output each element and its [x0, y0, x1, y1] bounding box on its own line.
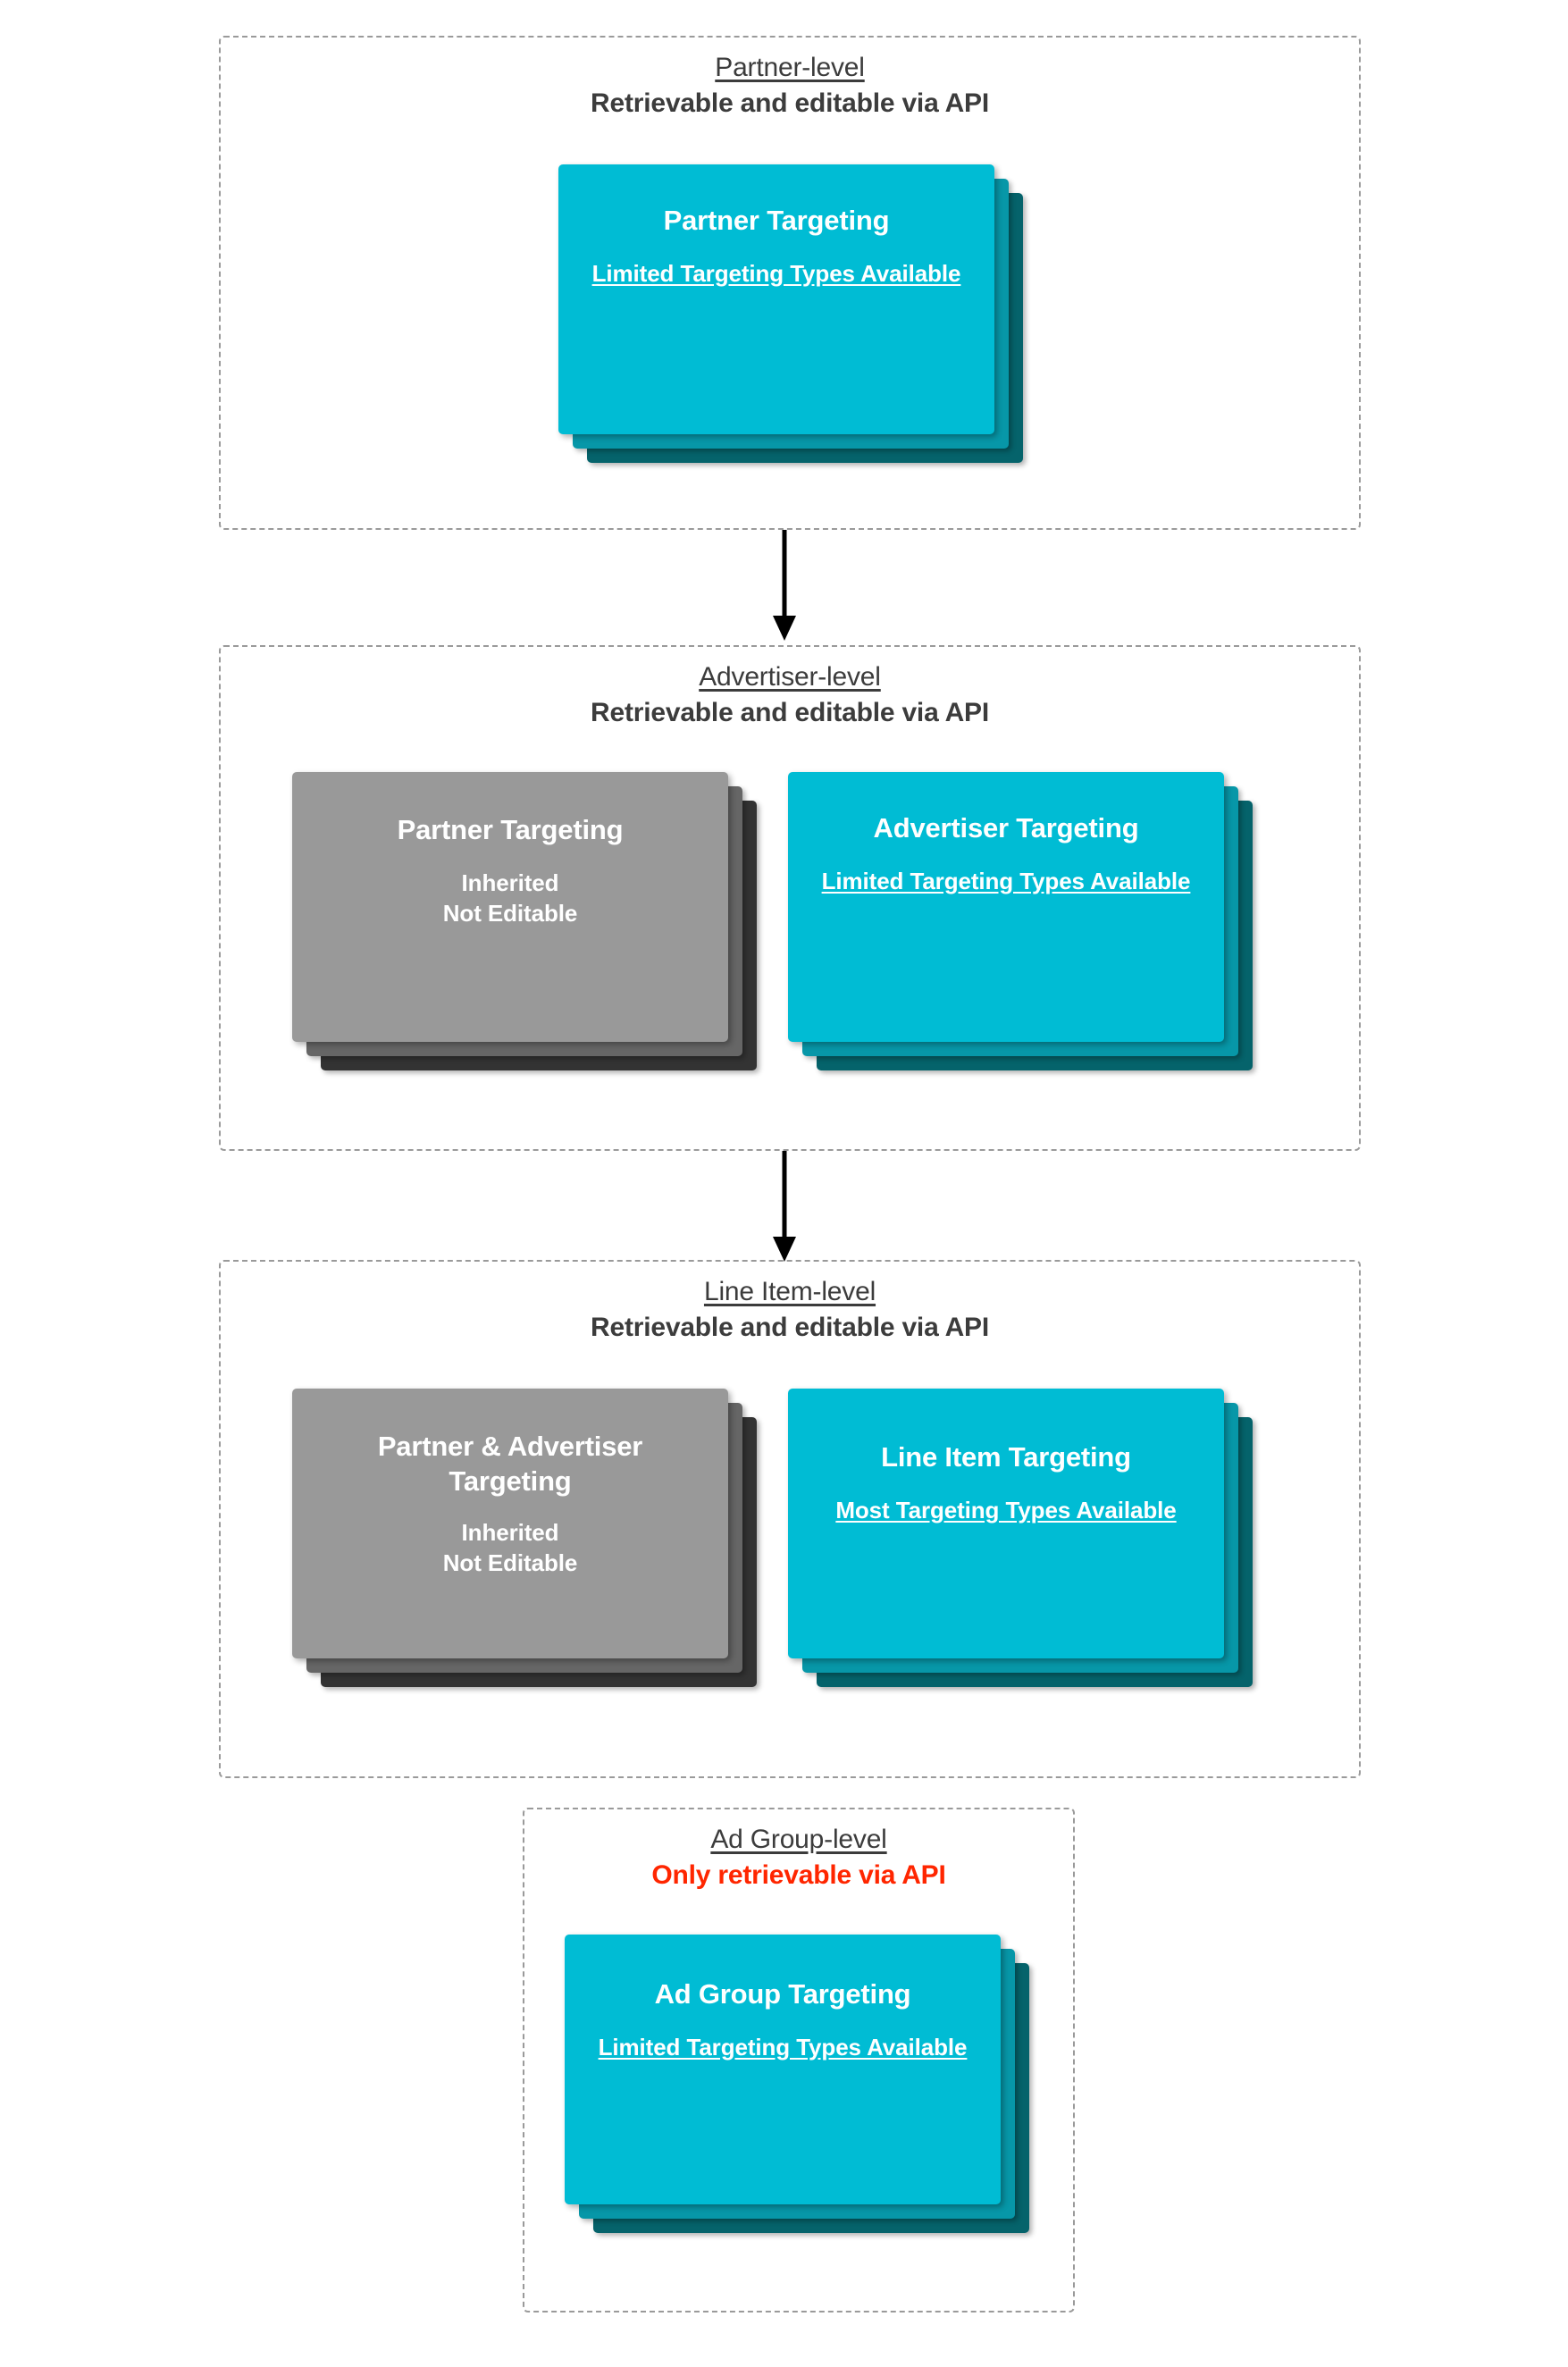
card-subtitle: Limited Targeting Types Available [598, 2033, 968, 2061]
card-stack-ad-group-targeting[interactable]: Ad Group Targeting Limited Targeting Typ… [565, 1935, 1038, 2256]
card-stack-inherited-partner-targeting[interactable]: Partner Targeting Inherited Not Editable [292, 772, 766, 1094]
level-subtitle-partner: Retrievable and editable via API [591, 88, 989, 118]
card-title: Partner Targeting [663, 205, 890, 236]
card-subtitle: Inherited Not Editable [442, 1518, 578, 1576]
card-title: Partner Targeting [397, 814, 624, 845]
card-stack-partner-targeting[interactable]: Partner Targeting Limited Targeting Type… [558, 164, 1032, 486]
level-box-advertiser: Advertiser-level Retrievable and editabl… [219, 645, 1361, 1151]
card-title: Line Item Targeting [881, 1441, 1131, 1473]
level-box-ad-group: Ad Group-level Only retrievable via API … [523, 1808, 1075, 2312]
card-line-item-targeting[interactable]: Line Item Targeting Most Targeting Types… [788, 1389, 1224, 1658]
card-stack-line-item-targeting[interactable]: Line Item Targeting Most Targeting Types… [788, 1389, 1262, 1710]
card-subtitle: Limited Targeting Types Available [821, 867, 1191, 894]
card-inherited-partner-advertiser-targeting[interactable]: Partner & Advertiser Targeting Inherited… [292, 1389, 728, 1658]
card-subtitle: Most Targeting Types Available [835, 1496, 1177, 1523]
card-title: Advertiser Targeting [873, 812, 1139, 844]
connector-advertiser-to-line-item [773, 1151, 796, 1262]
connector-partner-to-advertiser [773, 530, 796, 641]
level-subtitle-line-item: Retrievable and editable via API [591, 1312, 989, 1342]
level-title-partner: Partner-level [715, 53, 865, 82]
level-box-partner: Partner-level Retrievable and editable v… [219, 36, 1361, 530]
level-title-line-item: Line Item-level [703, 1277, 876, 1306]
level-title-ad-group: Ad Group-level [710, 1825, 887, 1854]
card-stack-inherited-partner-advertiser-targeting[interactable]: Partner & Advertiser Targeting Inherited… [292, 1389, 766, 1710]
level-subtitle-advertiser: Retrievable and editable via API [591, 697, 989, 727]
level-title-advertiser: Advertiser-level [699, 662, 881, 692]
card-inherited-partner-targeting[interactable]: Partner Targeting Inherited Not Editable [292, 772, 728, 1042]
card-ad-group-targeting[interactable]: Ad Group Targeting Limited Targeting Typ… [565, 1935, 1001, 2204]
card-title: Partner & Advertiser Targeting [377, 1431, 643, 1497]
card-subtitle: Limited Targeting Types Available [591, 259, 961, 287]
card-subtitle: Inherited Not Editable [442, 869, 578, 927]
card-title: Ad Group Targeting [654, 1978, 911, 2010]
level-box-line-item: Line Item-level Retrievable and editable… [219, 1260, 1361, 1778]
level-subtitle-ad-group: Only retrievable via API [651, 1859, 946, 1890]
card-partner-targeting[interactable]: Partner Targeting Limited Targeting Type… [558, 164, 994, 434]
card-stack-advertiser-targeting[interactable]: Advertiser Targeting Limited Targeting T… [788, 772, 1262, 1094]
card-advertiser-targeting[interactable]: Advertiser Targeting Limited Targeting T… [788, 772, 1224, 1042]
